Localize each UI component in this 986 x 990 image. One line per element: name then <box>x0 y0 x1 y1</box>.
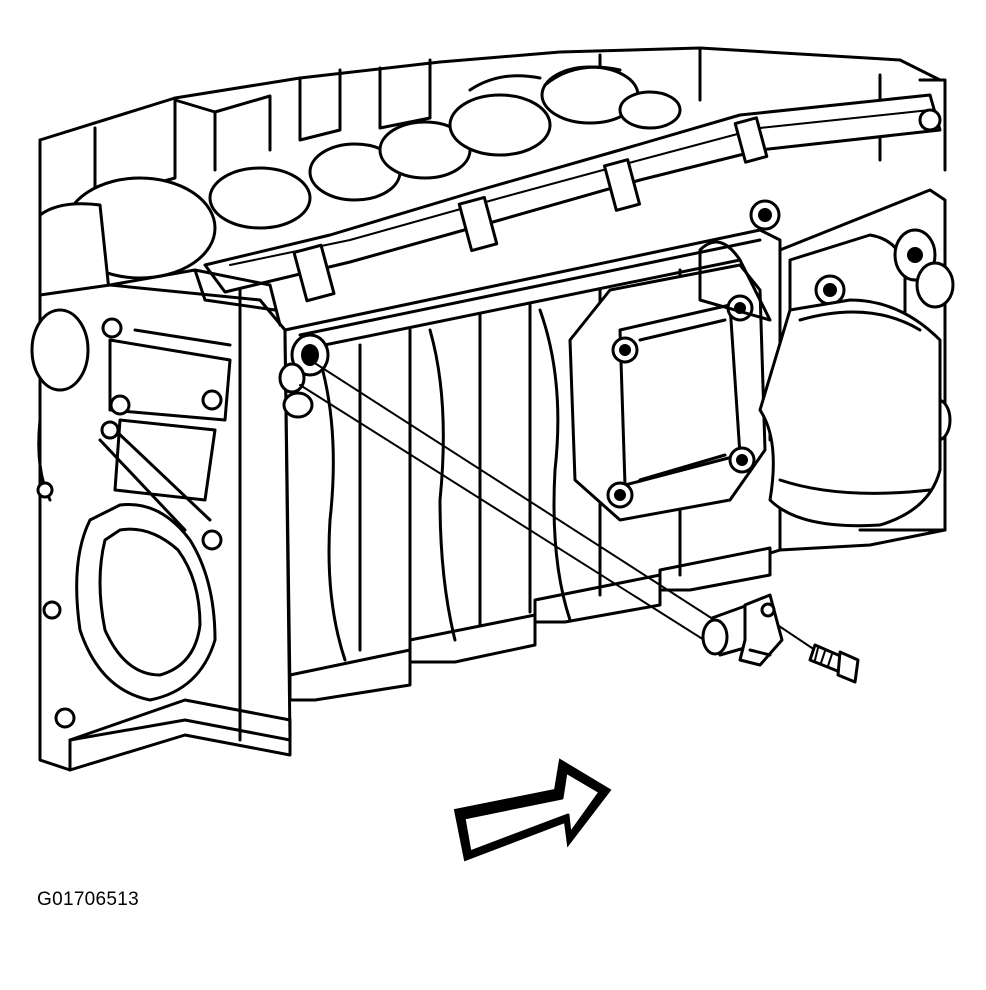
sensor-bore <box>278 333 330 419</box>
arrow-right-icon <box>453 758 612 862</box>
figure-id-label: G01706513 <box>37 889 140 910</box>
block-side-skirt <box>283 199 782 702</box>
sensor-bolt <box>808 643 860 684</box>
crankshaft-position-sensor <box>701 593 784 667</box>
block-front-face <box>30 202 292 772</box>
starter-assembly <box>758 188 955 552</box>
